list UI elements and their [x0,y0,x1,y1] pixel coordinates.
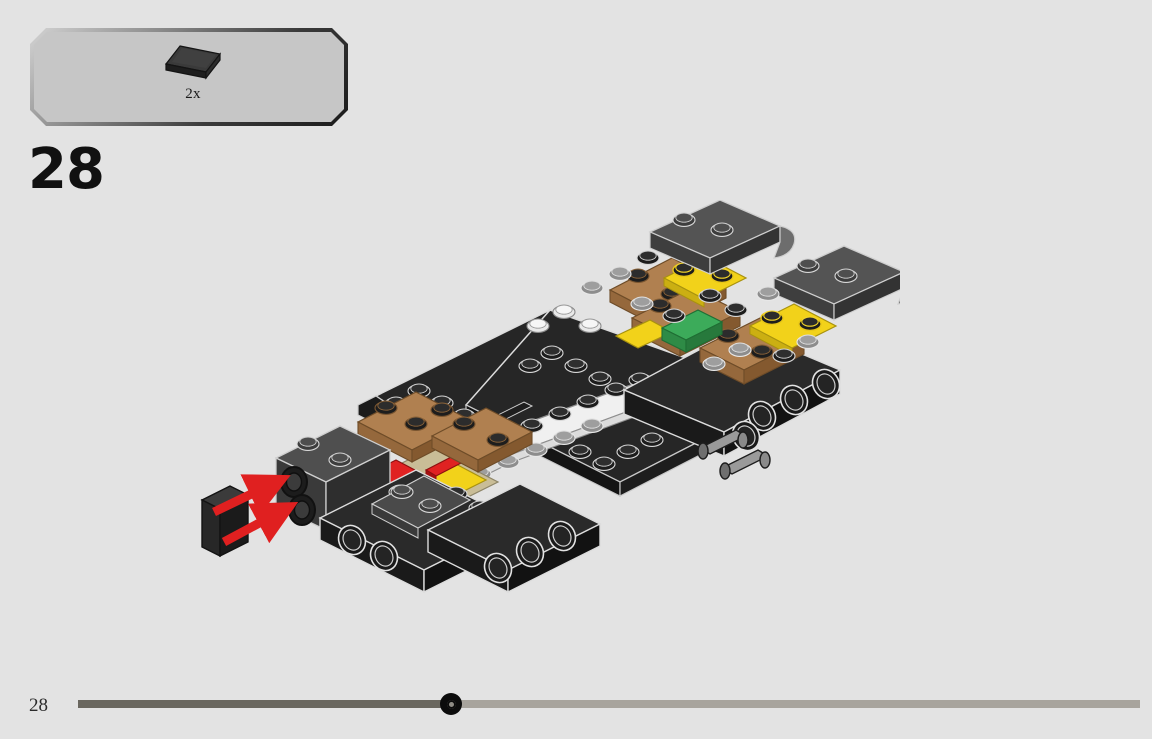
dark-gray-curved-plate-right [772,245,900,321]
assembly-arrow-upper [212,474,291,517]
progress-bar-fill [78,700,451,708]
step-number: 28 [28,137,105,202]
assembly-arrows [212,474,299,546]
dark-gray-curved-plate-top [648,200,796,275]
assembly-illustration [180,200,900,620]
lego-tile-1x2-icon [158,40,228,86]
green-plate [660,309,724,353]
part-quantity-label: 2x [185,86,201,102]
progress-marker-center [446,699,456,709]
dark-gray-plate-front [370,475,472,539]
axle-pins-right [697,429,771,480]
callout-inner-panel [34,32,344,122]
assembly-arrow-lower [221,502,299,546]
page-footer: 28 [0,679,1152,739]
progress-bar-track[interactable] [78,700,1140,708]
assembly-svg [200,200,900,594]
page-number: 28 [29,695,48,716]
technic-bricks-right [426,483,602,594]
bracket-side-stud-upper [280,466,308,498]
tan-plates-front [356,391,534,473]
parts-callout-box: 2x [30,28,348,126]
progress-bar-marker[interactable] [440,693,462,715]
bracket-side-stud-lower [288,494,316,526]
